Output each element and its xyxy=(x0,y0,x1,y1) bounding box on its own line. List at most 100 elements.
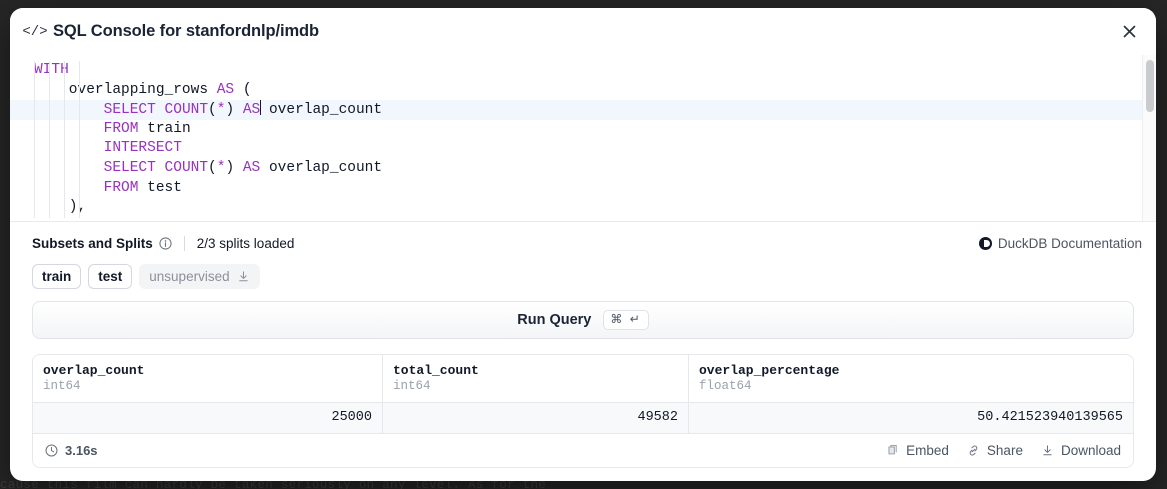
indent-guide xyxy=(79,158,80,179)
indent-guide xyxy=(49,100,50,120)
footer-action-label: Download xyxy=(1060,443,1121,458)
sql-editor[interactable]: WITH overlapping_rows AS ( SELECT COUNT(… xyxy=(10,55,1156,222)
code-line[interactable]: overlapping_rows AS ( xyxy=(10,80,1142,101)
subsets-title: Subsets and Splits xyxy=(32,235,153,251)
code-line[interactable]: SELECT COUNT(*) AS overlap_count xyxy=(10,158,1142,179)
indent-guide xyxy=(79,61,80,81)
code-line[interactable]: SELECT COUNT(*) AS overlap_count xyxy=(10,100,1142,120)
indent-guide xyxy=(64,178,65,199)
download-icon xyxy=(238,271,248,282)
code-token: overlapping_rows xyxy=(34,81,217,98)
duckdb-icon xyxy=(978,236,992,250)
indent-guide xyxy=(49,139,50,159)
code-token: ( xyxy=(208,102,217,119)
subsets-and-splits-section: Subsets and Splits 2/3 splits loaded Duc… xyxy=(10,222,1156,290)
code-token: FROM xyxy=(103,120,139,137)
indent-guide xyxy=(34,178,35,199)
clock-icon xyxy=(45,444,58,457)
code-line[interactable]: WITH xyxy=(10,61,1142,81)
run-query-label: Run Query xyxy=(517,312,592,328)
split-chip-label: test xyxy=(98,269,123,284)
split-chip-test[interactable]: test xyxy=(88,264,133,289)
sql-console-modal: </> SQL Console for stanfordnlp/imdb WIT… xyxy=(10,8,1156,481)
indent-guide xyxy=(34,80,35,101)
split-chip-unsupervised[interactable]: unsupervised xyxy=(139,264,260,289)
code-token: * xyxy=(216,159,226,176)
split-chip-label: train xyxy=(42,269,72,284)
indent-guide xyxy=(79,198,80,218)
editor-scrollbar[interactable] xyxy=(1142,55,1156,221)
indent-guide xyxy=(49,198,50,218)
modal-header: </> SQL Console for stanfordnlp/imdb xyxy=(10,8,1156,55)
table-cell: 50.421523940139565 xyxy=(977,410,1123,425)
indent-guide xyxy=(49,80,50,101)
results-footer: 3.16s Embed Share Download xyxy=(33,433,1133,467)
code-token xyxy=(34,180,104,196)
code-line[interactable]: INTERSECT xyxy=(10,139,1142,159)
code-line[interactable]: FROM test xyxy=(10,178,1142,199)
sql-editor-content[interactable]: WITH overlapping_rows AS ( SELECT COUNT(… xyxy=(10,55,1142,221)
indent-guide xyxy=(64,80,65,101)
code-token: train xyxy=(138,120,191,137)
column-name: overlap_count xyxy=(43,363,145,378)
column-type: float64 xyxy=(699,379,752,393)
code-token: WITH xyxy=(34,62,69,78)
footer-action-share[interactable]: Share xyxy=(967,443,1023,458)
split-chip-label: unsupervised xyxy=(149,269,230,284)
code-token: AS xyxy=(216,81,235,98)
subsets-header-row: Subsets and Splits 2/3 splits loaded Duc… xyxy=(32,233,1142,253)
indent-guide xyxy=(79,100,80,120)
column-type: int64 xyxy=(393,379,431,393)
indent-guide xyxy=(49,61,50,81)
page-title: SQL Console for stanfordnlp/imdb xyxy=(53,22,319,40)
text-cursor xyxy=(259,100,262,116)
copy-icon xyxy=(888,444,897,455)
background-review-text: cause this film can hardly be taken seri… xyxy=(0,478,547,489)
indent-guide xyxy=(34,158,35,179)
indent-guide xyxy=(34,100,35,120)
footer-actions: Embed Share Download xyxy=(886,443,1121,458)
duckdb-documentation-link[interactable]: DuckDB Documentation xyxy=(978,235,1142,251)
splits-loaded-status: 2/3 splits loaded xyxy=(196,235,295,251)
query-duration-label: 3.16s xyxy=(65,443,98,458)
code-token xyxy=(34,160,104,176)
code-token: * xyxy=(216,102,226,119)
indent-guide xyxy=(34,61,35,81)
indent-guide xyxy=(34,119,35,140)
code-token: ( xyxy=(234,81,252,98)
close-icon[interactable] xyxy=(1114,17,1144,47)
code-token: SELECT COUNT xyxy=(103,102,209,119)
run-query-section: Run Query ⌘ ↵ xyxy=(10,290,1156,339)
code-token: SELECT COUNT xyxy=(103,159,209,176)
split-chip-list: train test unsupervised xyxy=(32,263,1142,290)
code-token: FROM xyxy=(103,179,139,196)
footer-action-embed[interactable]: Embed xyxy=(886,443,949,458)
duckdb-link-label: DuckDB Documentation xyxy=(997,235,1142,251)
split-chip-train[interactable]: train xyxy=(32,264,82,289)
code-token xyxy=(34,102,104,118)
table-cell: 49582 xyxy=(383,403,689,433)
code-token: ), xyxy=(34,199,87,216)
column-name: overlap_percentage xyxy=(699,363,840,378)
code-token: overlap_count xyxy=(260,102,383,119)
indent-guide xyxy=(64,119,65,140)
query-duration: 3.16s xyxy=(45,443,98,458)
indent-guide xyxy=(64,100,65,120)
table-cell: 25000 xyxy=(33,403,383,433)
indent-guide xyxy=(49,178,50,199)
footer-action-download[interactable]: Download xyxy=(1041,443,1121,458)
editor-scrollbar-thumb[interactable] xyxy=(1146,60,1154,112)
indent-guide xyxy=(79,119,80,140)
code-line[interactable]: ), xyxy=(10,198,1142,218)
run-query-button[interactable]: Run Query ⌘ ↵ xyxy=(32,301,1134,339)
info-icon[interactable] xyxy=(159,236,172,250)
code-line[interactable]: FROM train xyxy=(10,119,1142,140)
code-token: ( xyxy=(208,159,217,176)
